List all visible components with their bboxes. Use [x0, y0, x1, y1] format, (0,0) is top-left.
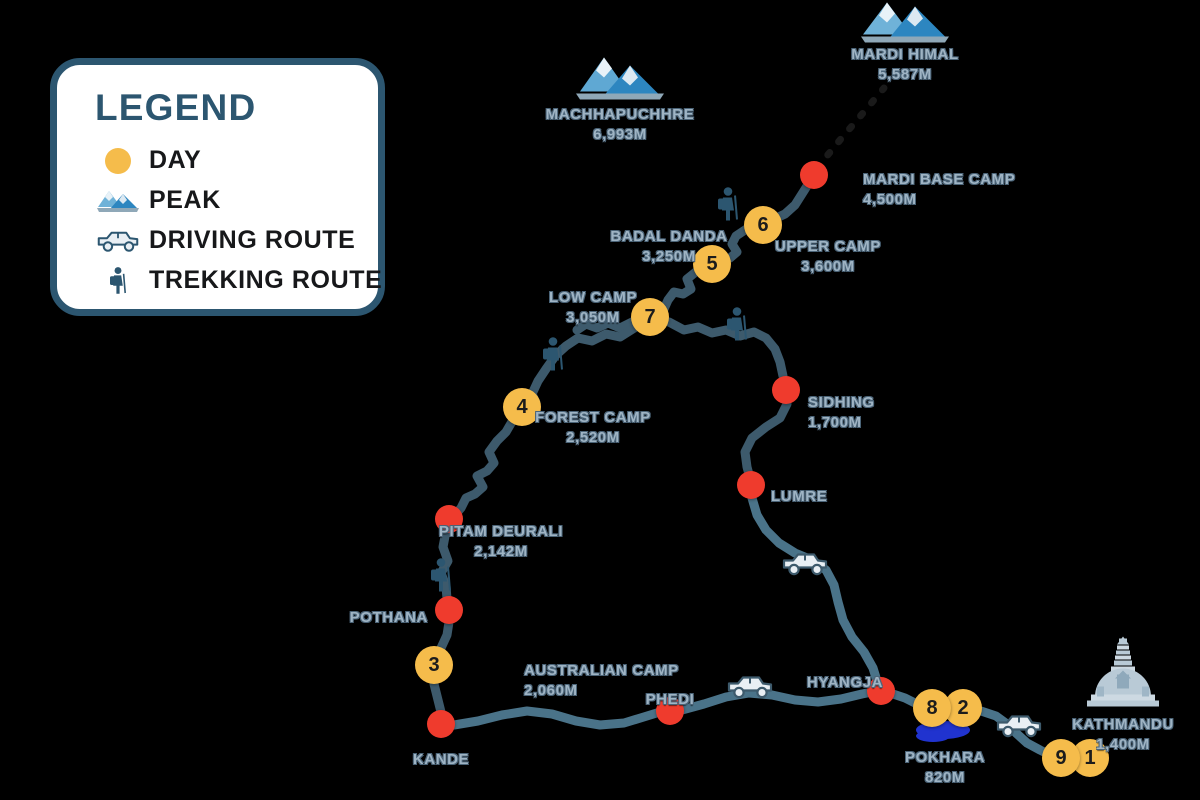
route-lowcamp-sidhing [664, 317, 788, 381]
route-forestcamp-pitamdeurali [450, 415, 518, 520]
route-kande-phedi [449, 706, 665, 730]
stop-marker-hyangja[interactable] [867, 677, 895, 705]
day-marker-6[interactable]: 6 [744, 206, 782, 244]
peak-mountain-icon [95, 184, 141, 218]
day-marker-5[interactable]: 5 [693, 245, 731, 283]
stop-marker-pitam-deurali[interactable] [435, 505, 463, 533]
stop-marker-phedi[interactable] [656, 697, 684, 725]
route-hyangja-pokhara [888, 689, 920, 708]
legend-panel: LEGEND DAY PEAK [50, 58, 385, 316]
route-pothana-australiancamp [436, 617, 454, 653]
legend-label-day: DAY [149, 146, 202, 174]
legend-label-trekking-route: TREKKING ROUTE [149, 266, 383, 294]
day-marker-7[interactable]: 7 [631, 298, 669, 336]
route-sidhing-lumre [740, 399, 792, 483]
stop-marker-pothana[interactable] [435, 596, 463, 624]
legend-item-trekking-route: TREKKING ROUTE [95, 261, 382, 300]
stop-marker-mardi-base-camp[interactable] [800, 161, 828, 189]
day-marker-9[interactable]: 9 [1042, 739, 1080, 777]
route-basecamp-summit-dashed [813, 84, 888, 172]
day-marker-3[interactable]: 3 [415, 646, 453, 684]
trekker-icon [95, 264, 141, 298]
phewa-lake-shape-2 [916, 730, 950, 742]
route-lumre-hyangja [747, 493, 882, 686]
stop-marker-kande[interactable] [427, 710, 455, 738]
route-lowcamp-forestcamp [527, 322, 641, 408]
day-marker-4[interactable]: 4 [503, 388, 541, 426]
jeep-icon [95, 224, 141, 258]
legend-item-day: DAY [95, 141, 378, 180]
legend-label-driving-route: DRIVING ROUTE [149, 226, 356, 254]
route-australiancamp-kande [429, 679, 446, 717]
day-circle-icon [95, 144, 141, 178]
day-marker-8[interactable]: 8 [913, 689, 951, 727]
route-phedi-hyangja [677, 687, 877, 715]
stop-marker-lumre[interactable] [737, 471, 765, 499]
stop-marker-sidhing[interactable] [772, 376, 800, 404]
route-pokhara-kathmandu [976, 706, 1053, 759]
legend-item-peak: PEAK [95, 181, 378, 220]
route-pitamdeurali-pothana [436, 526, 453, 604]
route-badaldanda-lowcamp [659, 266, 702, 314]
legend-title: LEGEND [95, 87, 257, 128]
route-lowcamp-west-stub [572, 316, 639, 335]
legend-item-driving-route: DRIVING ROUTE [95, 221, 378, 260]
legend-label-peak: PEAK [149, 186, 221, 214]
